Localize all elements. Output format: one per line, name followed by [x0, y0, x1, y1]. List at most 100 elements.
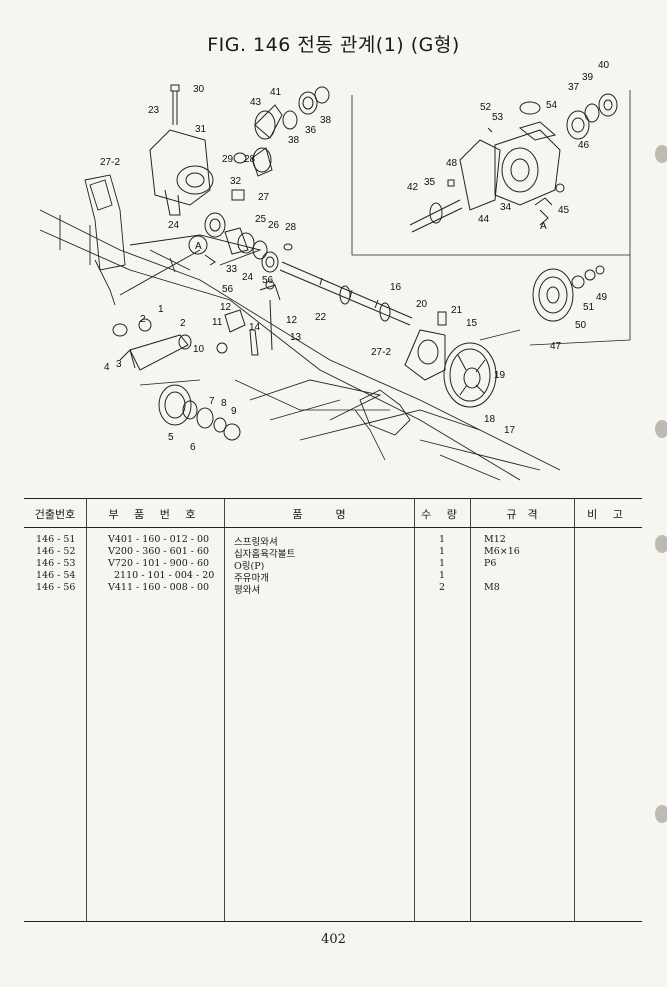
lever-parts [112, 318, 192, 371]
callout-34: 34 [500, 202, 512, 213]
callout-47: 47 [550, 341, 562, 352]
table-row: 146 - 52 V200 - 360 - 601 - 60 십자홈육각볼트 1… [36, 546, 520, 560]
main-shaft-part-22 [279, 261, 413, 326]
binder-hole [655, 145, 667, 163]
machine-frame-drawing [39, 174, 561, 481]
callout-53: 53 [492, 112, 504, 123]
callout-12a: 12 [220, 302, 232, 313]
callout-24b: 24 [242, 272, 254, 283]
binder-hole [655, 805, 667, 823]
bearing-parts [188, 212, 293, 273]
callout-46: 46 [578, 140, 590, 151]
callout-51: 51 [583, 302, 595, 313]
callout-8: 8 [221, 398, 227, 409]
callout-A-right: A [540, 221, 547, 232]
bolt-part-30 [170, 84, 180, 125]
callout-16: 16 [390, 282, 402, 293]
callout-38a: 38 [288, 135, 300, 146]
page-number: 402 [321, 932, 346, 947]
callout-6: 6 [190, 442, 196, 453]
callout-37: 37 [568, 82, 580, 93]
callout-40: 40 [598, 60, 610, 71]
callout-2a: 2 [140, 314, 146, 325]
table-row: 146 - 53 V720 - 101 - 900 - 60 O링(P) 1 P… [36, 558, 497, 572]
callout-7: 7 [209, 396, 215, 407]
callout-24a: 24 [168, 220, 180, 231]
parts-list-table: 건출번호 부 품 번 호 품 명 수 량 규 격 비 고 146 - 51 V4… [24, 498, 642, 922]
pulley-part-5 [158, 384, 241, 441]
header-part-number: 부 품 번 호 [108, 508, 202, 521]
table-header: 건출번호 부 품 번 호 품 명 수 량 규 격 비 고 [24, 499, 642, 528]
callout-56b: 56 [262, 275, 274, 286]
callout-2b: 2 [180, 318, 186, 329]
callout-17: 17 [504, 425, 516, 436]
table-row: 146 - 56 V411 - 160 - 008 - 00 평와셔 2 M8 [36, 582, 500, 596]
callout-26: 26 [268, 220, 280, 231]
header-part-name: 품 명 [292, 508, 346, 521]
callout-29: 29 [222, 154, 234, 165]
callout-12b: 12 [286, 315, 298, 326]
callout-38b: 38 [320, 115, 332, 126]
callout-30: 30 [193, 84, 205, 95]
exploded-parts-diagram: 30 31 23 43 41 36 38 38 40 39 37 54 52 5… [39, 60, 631, 481]
gearbox-assembly-right [409, 93, 618, 233]
table-row: 146 - 51 V401 - 160 - 012 - 00 스프링와셔 1 M… [36, 534, 506, 548]
callout-27-2b: 27-2 [371, 347, 391, 358]
callout-18: 18 [484, 414, 496, 425]
callout-43: 43 [250, 97, 262, 108]
callout-22: 22 [315, 312, 327, 323]
callout-13: 13 [290, 332, 302, 343]
callout-48: 48 [446, 158, 458, 169]
callout-28a: 28 [244, 154, 256, 165]
header-no: 건출번호 [34, 508, 76, 521]
part-number-callouts: 30 31 23 43 41 36 38 38 40 39 37 54 52 5… [100, 60, 610, 453]
table-row: 146 - 54 2110 - 101 - 004 - 20 주유마개 1 [36, 570, 446, 584]
gear-housing-part-23 [149, 129, 214, 216]
binder-hole [655, 535, 667, 553]
callout-27-2a: 27-2 [100, 157, 120, 168]
callout-19: 19 [494, 370, 506, 381]
callout-52: 52 [480, 102, 492, 113]
callout-1: 1 [158, 304, 164, 315]
callout-A-left: A [195, 241, 202, 252]
callout-20: 20 [416, 299, 428, 310]
callout-42: 42 [407, 182, 419, 193]
header-remarks: 비 고 [587, 508, 629, 521]
bevel-gear-parts [231, 86, 330, 201]
callout-54: 54 [546, 100, 558, 111]
callout-9: 9 [231, 406, 237, 417]
callout-3: 3 [116, 359, 122, 370]
callout-44: 44 [478, 214, 490, 225]
header-qty: 수 량 [421, 508, 463, 521]
figure-title: FIG. 146 전동 관계(1) (G형) [207, 34, 460, 56]
callout-23: 23 [148, 105, 160, 116]
callout-56a: 56 [222, 284, 234, 295]
header-spec: 규 격 [506, 508, 538, 521]
callout-39: 39 [582, 72, 594, 83]
assembly-bracket-lines [139, 90, 631, 461]
callout-10: 10 [193, 344, 205, 355]
callout-5: 5 [168, 432, 174, 443]
callout-32: 32 [230, 176, 242, 187]
binder-hole [655, 420, 667, 438]
callout-41: 41 [270, 87, 282, 98]
callout-4: 4 [104, 362, 110, 373]
callout-21: 21 [451, 305, 463, 316]
callout-27: 27 [258, 192, 270, 203]
callout-15: 15 [466, 318, 478, 329]
link-parts [216, 280, 281, 356]
callout-45: 45 [558, 205, 570, 216]
callout-49: 49 [596, 292, 608, 303]
callout-36: 36 [305, 125, 317, 136]
pulley-part-47 [532, 265, 605, 322]
callout-50: 50 [575, 320, 587, 331]
pulley-part-15 [443, 342, 497, 408]
callout-31: 31 [195, 124, 207, 135]
callout-14: 14 [249, 322, 261, 333]
callout-25: 25 [255, 214, 267, 225]
callout-28b: 28 [285, 222, 297, 233]
callout-35: 35 [424, 177, 436, 188]
callout-11: 11 [212, 317, 223, 328]
bearing-block-part-20 [404, 311, 447, 381]
callout-33: 33 [226, 264, 238, 275]
